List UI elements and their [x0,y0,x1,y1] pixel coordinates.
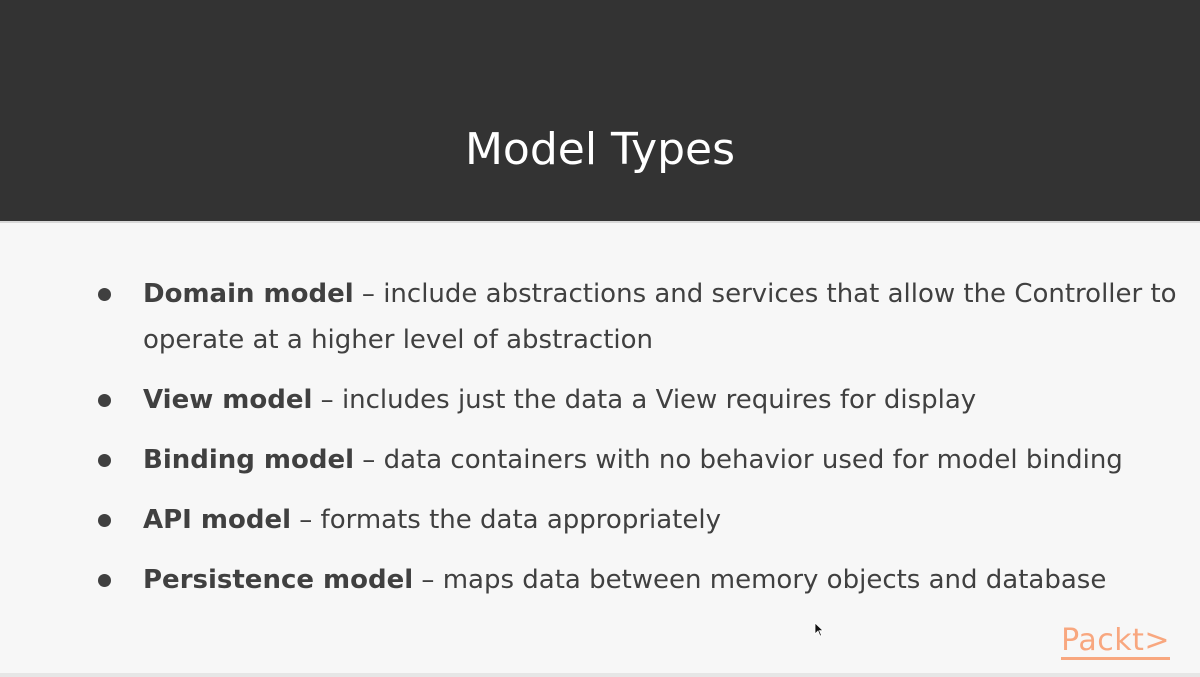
slide-title: Model Types [464,124,736,175]
bullet-separator: – [291,505,321,535]
bullet-separator: – [413,565,443,595]
bullet-icon [98,574,111,587]
bullet-term: Binding model [143,445,355,475]
bullet-term: API model [143,505,292,535]
bullet-term: Persistence model [143,565,414,595]
bullet-description: data containers with no behavior used fo… [383,445,1123,475]
bullet-icon [98,288,111,301]
bullet-description: includes just the data a View requires f… [341,385,977,415]
bullet-icon [98,514,111,527]
bullet-item: View model – includes just the data a Vi… [98,377,1188,423]
slide-body: Domain model – include abstractions and … [0,223,1200,673]
bullet-description: maps data between memory objects and dat… [442,565,1107,595]
bullet-term: View model [143,385,313,415]
bullet-icon [98,454,111,467]
bullet-item: Persistence model – maps data between me… [98,557,1188,603]
bullet-separator: – [353,279,384,309]
bullet-item: Binding model – data containers with no … [98,437,1188,483]
bullet-item: API model – formats the data appropriate… [98,497,1188,543]
packt-logo: Packt> [1061,623,1170,660]
bullet-separator: – [354,445,384,475]
bullet-term: Domain model [143,279,354,309]
bullet-item: Domain model – include abstractions and … [98,271,1188,363]
bullet-description: include abstractions and services that a… [143,279,1177,355]
bullet-list: Domain model – include abstractions and … [98,271,1188,617]
bullet-icon [98,394,111,407]
slide-header: Model Types [0,0,1200,223]
bullet-description: formats the data appropriately [320,505,721,535]
mouse-cursor-icon [814,622,824,637]
bullet-separator: – [312,385,342,415]
bottom-border [0,673,1200,677]
